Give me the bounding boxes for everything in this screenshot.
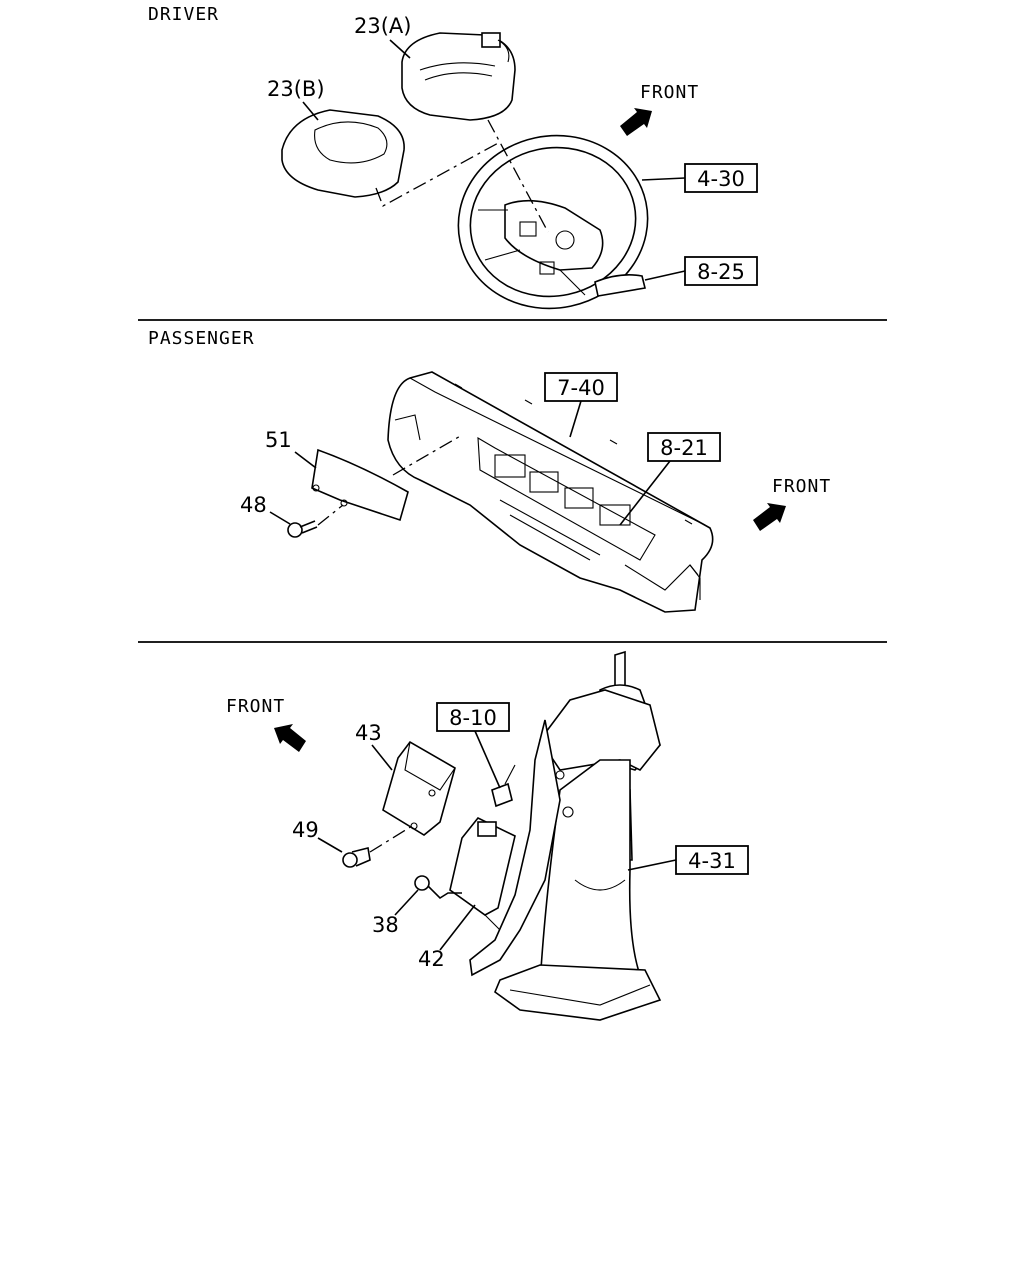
- passenger-airbag-lid: [311, 448, 409, 522]
- control-module-42: [449, 817, 516, 931]
- steering-wheel: [457, 134, 649, 310]
- front-arrow-driver-icon: [620, 108, 652, 136]
- ref-4-30: 4-30: [697, 167, 745, 191]
- ref-8-10: 8-10: [449, 706, 497, 730]
- ref-box-4-31: [675, 845, 749, 875]
- bolt-49: [342, 847, 371, 868]
- front-arrow-passenger-icon: [753, 503, 786, 531]
- section-title-passenger: PASSENGER: [148, 328, 255, 349]
- callout-23a: 23(A): [354, 14, 411, 38]
- steering-column: [469, 650, 662, 1021]
- front-label-column: FRONT: [226, 696, 285, 717]
- section-title-driver: DRIVER: [148, 4, 219, 25]
- connector-8-10: [491, 764, 516, 808]
- front-arrow-column-icon: [274, 724, 306, 752]
- bolt-38: [414, 875, 462, 900]
- ref-7-40: 7-40: [557, 376, 605, 400]
- ref-box-7-40: [544, 372, 618, 402]
- callout-51: 51: [265, 428, 292, 452]
- front-label-passenger: FRONT: [772, 476, 831, 497]
- callout-43: 43: [355, 721, 382, 745]
- driver-airbag-module-a: [401, 32, 516, 121]
- column-switch-lever: [594, 274, 646, 297]
- ref-box-8-10: [436, 702, 510, 732]
- ref-4-31: 4-31: [688, 849, 736, 873]
- callout-42: 42: [418, 947, 445, 971]
- bracket-43: [382, 740, 456, 836]
- instrument-panel: [387, 371, 714, 613]
- callout-23b: 23(B): [267, 77, 325, 101]
- callout-49: 49: [292, 818, 319, 842]
- ref-8-21: 8-21: [660, 436, 708, 460]
- ref-box-8-25: [684, 256, 758, 286]
- driver-airbag-module-b: [281, 109, 405, 198]
- front-label-driver: FRONT: [640, 82, 699, 103]
- callout-38: 38: [372, 913, 399, 937]
- ref-8-25: 8-25: [697, 260, 745, 284]
- bolt-48: [287, 520, 318, 538]
- ref-box-8-21: [647, 432, 721, 462]
- callout-48: 48: [240, 493, 267, 517]
